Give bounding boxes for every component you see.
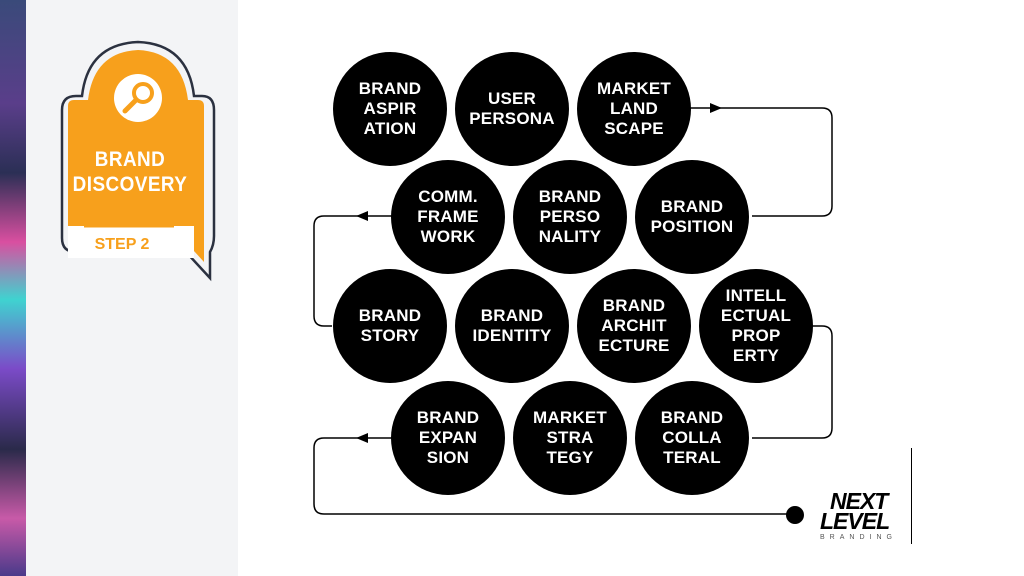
logo-divider: [911, 448, 912, 544]
badge-title-line1: BRAND: [94, 148, 166, 171]
brand-logo: NEXT LEVEL BRANDING: [786, 488, 916, 548]
step-node: BRAND ARCHIT ECTURE: [577, 269, 691, 383]
step-node: BRAND STORY: [333, 269, 447, 383]
connector-row2-row3: [313, 215, 392, 327]
arrow-head: [710, 103, 722, 113]
badge-title-line2: DISCOVERY: [72, 173, 188, 196]
step-label: BRAND COLLA TERAL: [660, 408, 724, 467]
step-label: BRAND EXPAN SION: [416, 408, 480, 467]
step-node: BRAND IDENTITY: [455, 269, 569, 383]
flow-end-dot: [786, 506, 804, 524]
step-label: COMM. FRAME WORK: [417, 187, 479, 246]
connector-row3-row4: [752, 325, 833, 439]
step-node: MARKET LAND SCAPE: [577, 52, 691, 166]
step-node: BRAND PERSO NALITY: [513, 160, 627, 274]
arrow-head: [356, 433, 368, 443]
step-label: BRAND ASPIR ATION: [358, 79, 422, 138]
step-node: COMM. FRAME WORK: [391, 160, 505, 274]
step-badge: BRAND DISCOVERY STEP 2: [54, 40, 222, 285]
step-node: BRAND EXPAN SION: [391, 381, 505, 495]
logo-line2: LEVEL: [820, 508, 890, 534]
magnifier-icon: [122, 82, 154, 114]
connector-row1-row2: [690, 107, 833, 217]
connector-row4-end: [313, 437, 790, 515]
badge-step-label: STEP 2: [94, 236, 150, 253]
arrow-head: [356, 211, 368, 221]
step-label: BRAND PERSO NALITY: [538, 187, 602, 246]
step-node: BRAND POSITION: [635, 160, 749, 274]
logo-line1: NEXT: [830, 488, 888, 514]
step-node: INTELL ECTUAL PROP ERTY: [699, 269, 813, 383]
background-image-strip: [0, 0, 26, 576]
step-label: BRAND POSITION: [650, 197, 734, 236]
step-label: MARKET STRA TEGY: [533, 408, 607, 467]
step-node: BRAND COLLA TERAL: [635, 381, 749, 495]
step-label: INTELL ECTUAL PROP ERTY: [720, 286, 792, 365]
step-label: USER PERSONA: [469, 89, 555, 128]
step-label: BRAND IDENTITY: [472, 306, 552, 345]
badge-shape: [60, 40, 216, 282]
step-label: BRAND STORY: [358, 306, 422, 345]
step-node: BRAND ASPIR ATION: [333, 52, 447, 166]
step-label: BRAND ARCHIT ECTURE: [598, 296, 670, 355]
step-node: MARKET STRA TEGY: [513, 381, 627, 495]
logo-line3: BRANDING: [820, 534, 897, 541]
step-label: MARKET LAND SCAPE: [597, 79, 671, 138]
step-node: USER PERSONA: [455, 52, 569, 166]
